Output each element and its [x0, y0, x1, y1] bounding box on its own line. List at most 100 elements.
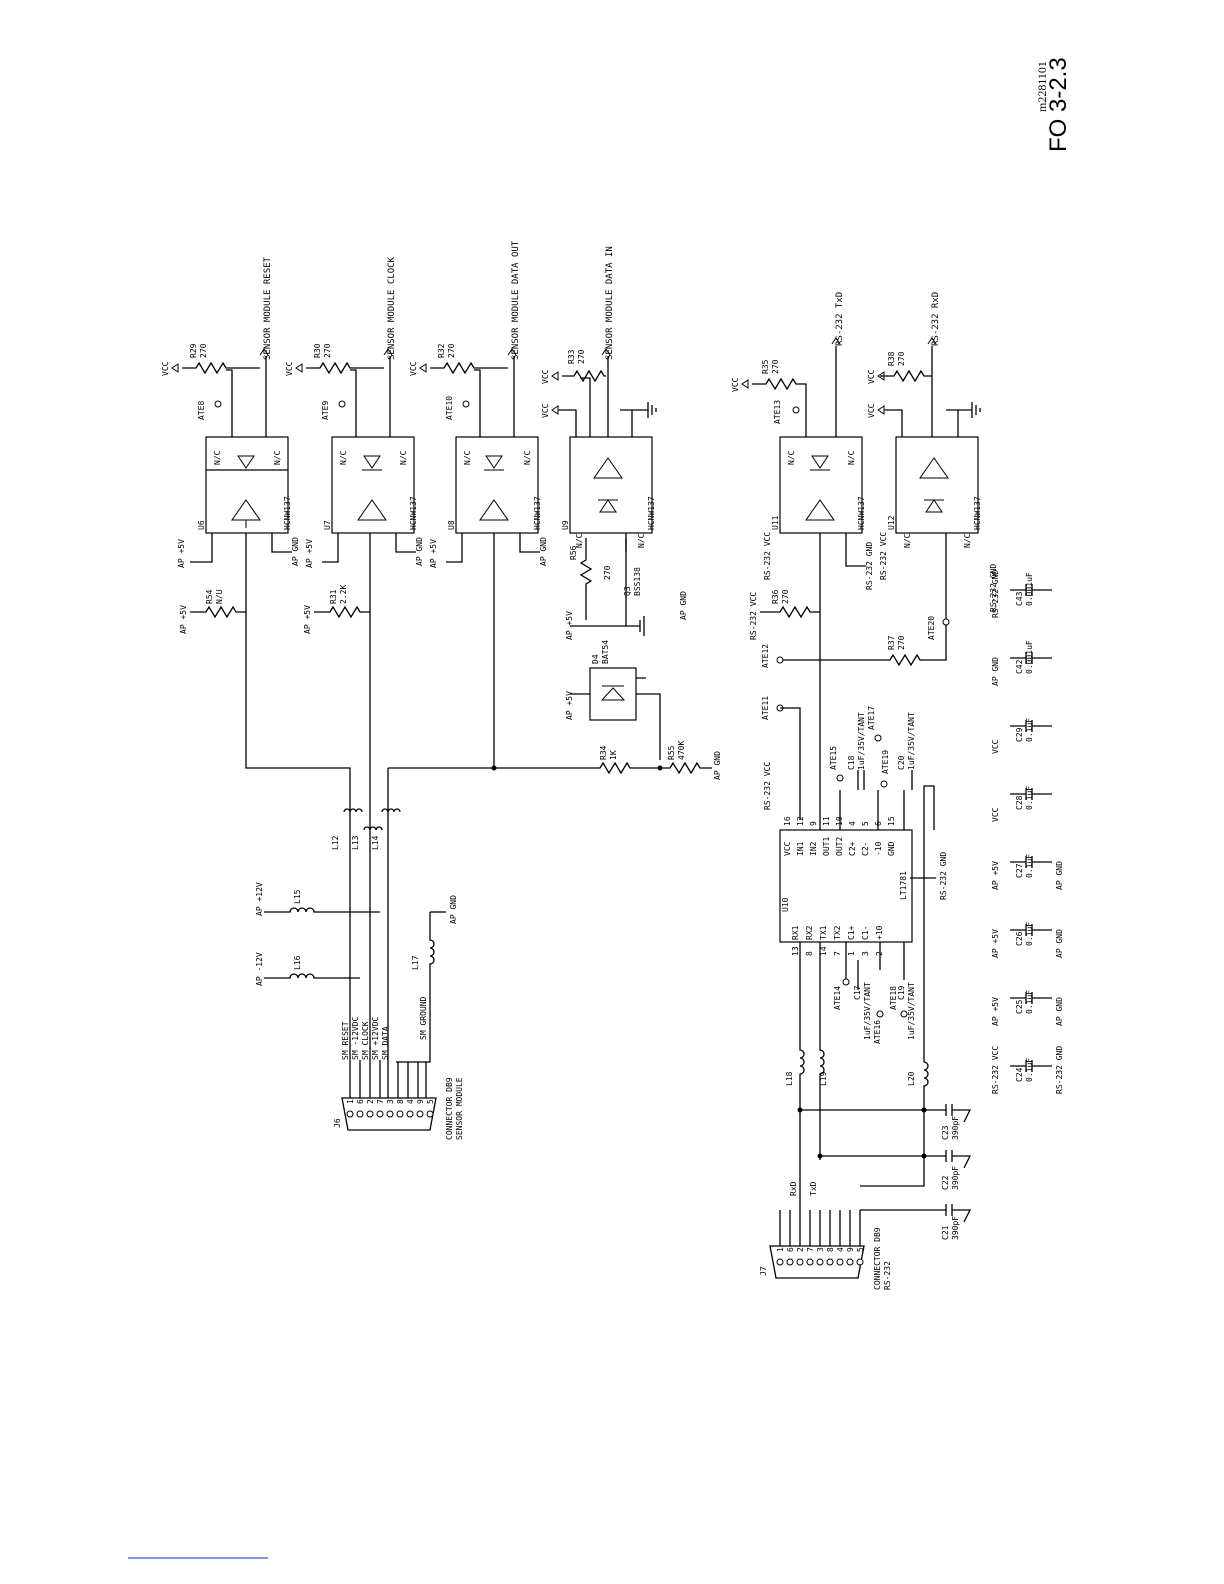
net-sm-data-in: SENSOR MODULE DATA IN	[605, 246, 615, 360]
resistor-r38: R38 270	[880, 351, 932, 383]
bypass-cap-bottom-rail: AP GND	[1055, 997, 1064, 1026]
ap5v-u7: AP +5V	[305, 539, 314, 568]
l12-ref: L12	[331, 835, 340, 850]
caps-tant-top: ATE15 ATE17 ATE19 C18 1uF/35V/TANT C20 1…	[829, 706, 916, 830]
filter-capacitors: C23 390pF C22 390pF C21 390pF	[797, 1104, 972, 1240]
bypass-cap-value: 0.1uF	[1025, 1058, 1034, 1082]
r35-ref: R35	[761, 359, 770, 374]
tp-ate16: ATE16	[873, 1020, 882, 1044]
ic-ref: U10	[781, 897, 790, 912]
tp-ate18: ATE18	[889, 986, 898, 1010]
l17-ref: L17	[411, 955, 420, 970]
vcc-flag-2: VCC	[285, 361, 294, 376]
connector-pin	[826, 1258, 834, 1266]
u7-part: HCNW137	[409, 496, 418, 530]
net-sm-data-out: SENSOR MODULE DATA OUT	[511, 240, 521, 360]
ic-pin-number-right: 9	[809, 821, 818, 826]
j7-ref: J7	[759, 1266, 768, 1276]
vcc-flag-5: VCC	[541, 403, 550, 418]
connector-pin	[376, 1110, 384, 1118]
net-rs232-rxd: RS-232 RxD	[931, 292, 941, 346]
q3-ap5v: AP +5V	[565, 611, 574, 640]
j7-subtitle: RS-232	[883, 1261, 892, 1290]
l18-ref: L18	[785, 1071, 794, 1086]
u11-nc1: N/C	[787, 450, 796, 465]
d4-ref: D4	[591, 654, 600, 664]
connector-pin-number: 2	[796, 1247, 805, 1252]
bypass-cap-top-rail: VCC	[991, 739, 1000, 754]
ic-pin-number-left: 3	[861, 951, 870, 956]
c18-ref: C18	[847, 755, 856, 770]
u6-nc1: N/C	[213, 450, 222, 465]
ap12v: AP +12V	[255, 882, 264, 916]
c22-ref: C22	[941, 1175, 950, 1190]
tp-ate11: ATE11	[761, 696, 770, 720]
bypass-cap-body	[1010, 856, 1052, 868]
opto-u11: U11 HCNW137 N/C N/C	[771, 436, 866, 534]
connector-pin	[396, 1110, 404, 1118]
connector-pin-number: 3	[816, 1247, 825, 1252]
j7-title: CONNECTOR DB9	[873, 1227, 882, 1290]
ic-pin-name-right: OUT1	[822, 837, 831, 856]
r32-val: 270	[447, 343, 456, 358]
r35-val: 270	[771, 359, 780, 374]
bypass-cap-ref: C24	[1015, 1067, 1024, 1082]
resistor-r32: R32 270	[430, 343, 508, 375]
connector-pin	[816, 1258, 824, 1266]
q3-ref: Q3	[623, 586, 632, 596]
r54-ref: R54	[205, 589, 214, 604]
resistor-r30: R30 270	[306, 343, 384, 375]
tp-ate20: ATE20	[927, 616, 936, 640]
tp-ate13: ATE13	[773, 400, 782, 424]
bypass-cap-body	[1010, 720, 1052, 732]
connector-pin	[796, 1258, 804, 1266]
bypass-cap-ref: C42	[1015, 659, 1024, 674]
resistor-r29: R29 270	[182, 343, 260, 375]
vcc-flag-1: VCC	[161, 361, 170, 376]
ic-pin-name-right: C2+	[848, 841, 857, 856]
apm12v: AP -12V	[255, 952, 264, 986]
ic-pin-name-right: VCC	[783, 841, 792, 856]
ic-pin-name-right: IN1	[796, 841, 805, 856]
inductor-l17: L17 AP GND	[396, 895, 458, 1063]
r34-val: 1K	[609, 750, 618, 760]
connector-pin-number: 1	[346, 1099, 355, 1104]
ic-pin-number-left: 7	[833, 951, 842, 956]
u12-nc: N/C	[903, 533, 912, 548]
c17-ref: C17	[853, 985, 862, 1000]
j6-sig-p12: SM +12VDC	[371, 1016, 380, 1060]
opto-u6: U6 HCNW137 N/C N/C	[197, 436, 292, 534]
bypass-cap-body	[1010, 992, 1052, 1004]
rs232vcc-ic: RS-232 VCC	[763, 762, 772, 810]
net-sm-reset: SENSOR MODULE RESET	[263, 256, 273, 360]
transistor-q3: Q3 BSS138 AP GND AP +5V	[565, 538, 688, 640]
connector-pin-number: 4	[406, 1099, 415, 1104]
c23-ref: C23	[941, 1125, 950, 1140]
apgnd-u7: AP GND	[415, 537, 424, 566]
u11-nc2: N/C	[847, 450, 856, 465]
resistor-r55: R55 470K AP GND	[660, 741, 722, 780]
u9-nc: N/C	[575, 533, 584, 548]
bypass-cap-ref: C28	[1015, 795, 1024, 810]
figure-title: FO 3-2.3	[1045, 57, 1072, 152]
ic-pin-name-left: +10	[875, 925, 884, 940]
tp-ate9: ATE9	[321, 401, 330, 420]
net-rs232-txd: RS-232 TxD	[835, 292, 845, 346]
connector-pin	[856, 1258, 864, 1266]
opto-u9: U9 HCNW137 N/C N/C	[561, 436, 656, 548]
u6-ref: U6	[197, 520, 206, 530]
r54-val: N/U	[215, 589, 224, 604]
r55-apgnd: AP GND	[713, 751, 722, 780]
u7-ref: U7	[323, 520, 332, 530]
diode-d4: D4 BAT54 AP +5V	[565, 640, 661, 760]
bypass-cap-value: 0.1uF	[1025, 922, 1034, 946]
r29-val: 270	[199, 343, 208, 358]
connector-pin	[846, 1258, 854, 1266]
apgnd-u8: AP GND	[539, 537, 548, 566]
c21-val: 390pF	[951, 1216, 960, 1240]
l19-ref: L19	[819, 1071, 828, 1086]
ic-pin-number-right: 15	[887, 816, 896, 826]
inductor-l15: L15 AP +12V	[255, 882, 380, 916]
bypass-cap-value: 0.1uF	[1025, 990, 1034, 1014]
